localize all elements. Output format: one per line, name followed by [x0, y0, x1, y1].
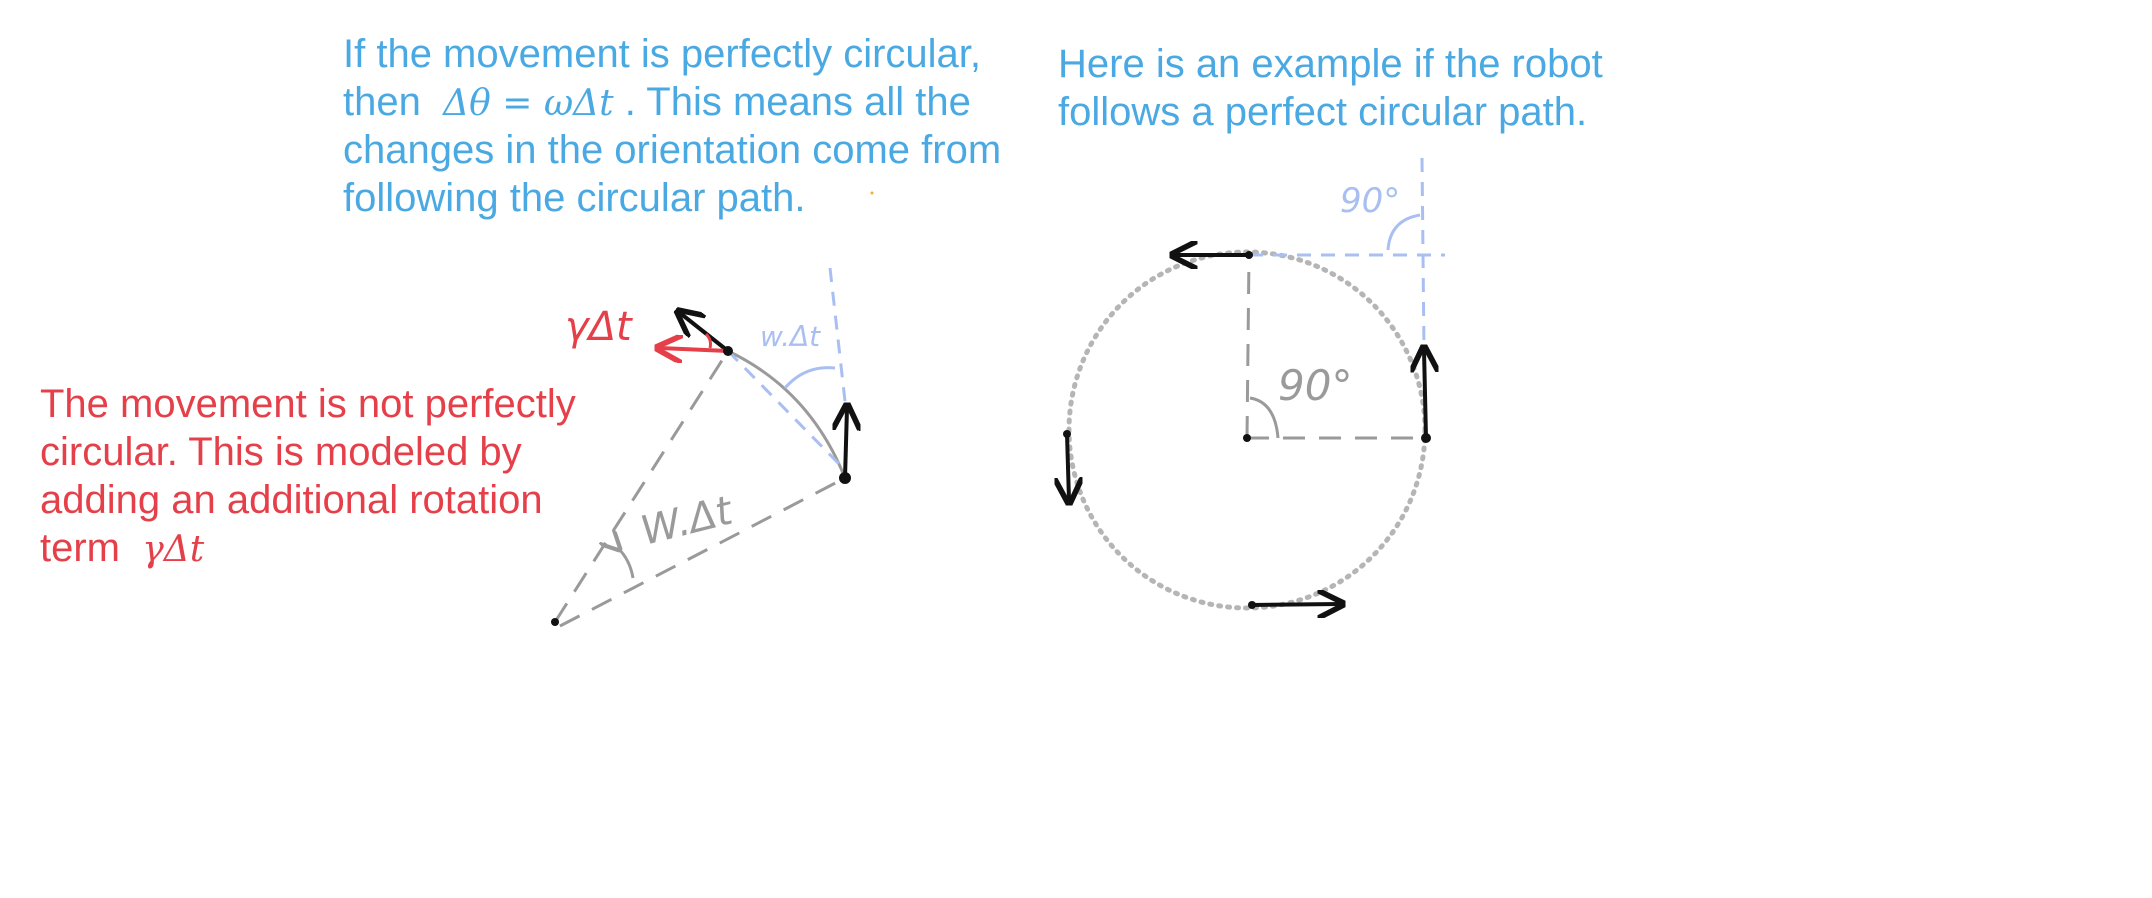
angle-label-top: 90°	[1340, 181, 1400, 221]
noncircular-note-line: The movement is not perfectly	[40, 382, 576, 426]
tangent-vertical	[1420, 157, 1426, 351]
circular-note-text: . This means all the	[613, 80, 971, 124]
gamma-angle-arc	[704, 332, 712, 349]
chord-line	[726, 349, 847, 472]
omega-label-blue: w.Δt	[760, 320, 821, 353]
circular-diagram: 90° 90°	[1063, 157, 1445, 609]
circular-note-line: following the circular path.	[343, 176, 806, 220]
heading-arrow-bottom	[1251, 604, 1340, 605]
circular-note-line: then Δθ = ωΔt . This means all the	[343, 78, 1001, 126]
noncircular-diagram: γΔt w.Δt W.Δt	[551, 267, 851, 628]
circular-note: If the movement is perfectly circular,th…	[343, 30, 1001, 222]
heading-arrow-right	[1424, 350, 1426, 439]
gamma-label: γΔt	[565, 304, 633, 350]
noncircular-note-line: term γΔt	[40, 524, 576, 572]
circular-note-text: then	[343, 80, 432, 124]
center-angle-arc	[1249, 396, 1280, 439]
radius-to-end	[559, 476, 846, 628]
circular-formula: Δθ = ωΔt	[443, 83, 614, 124]
omega-label-gray: W.Δt	[636, 487, 738, 554]
top-angle-arc	[1386, 213, 1421, 251]
heading-arrow-left	[1067, 433, 1069, 500]
center-angle-arc	[618, 548, 635, 579]
end-point	[839, 472, 851, 484]
radius-to-top	[1245, 254, 1251, 439]
noncircular-note-line: circular. This is modeled by	[40, 430, 522, 474]
gamma-arrow	[660, 348, 729, 351]
example-note-line: follows a perfect circular path.	[1058, 90, 1588, 134]
example-note-line: Here is an example if the robot	[1058, 42, 1603, 86]
radius-to-start	[553, 350, 730, 623]
motion-arc	[727, 349, 847, 479]
angle-label-center: 90°	[1278, 361, 1352, 410]
circular-note-line: If the movement is perfectly circular,	[343, 32, 982, 76]
heading-arrow-end	[845, 408, 847, 479]
center-point	[551, 618, 559, 626]
vertical-reference	[828, 267, 848, 411]
bottom-point	[1248, 601, 1256, 609]
start-point	[723, 346, 733, 356]
right-point	[1421, 433, 1431, 443]
center-point	[1243, 434, 1251, 442]
noncircular-note-text: term	[40, 526, 132, 570]
noncircular-formula: γΔt	[142, 529, 205, 570]
noncircular-note-line: adding an additional rotation	[40, 478, 543, 522]
stray-dot	[870, 191, 874, 195]
top-point	[1245, 251, 1253, 259]
left-point	[1063, 430, 1071, 438]
omega-angle-arc	[783, 366, 836, 389]
heading-arrow-start	[680, 313, 730, 353]
circular-note-line: changes in the orientation come from	[343, 128, 1002, 172]
